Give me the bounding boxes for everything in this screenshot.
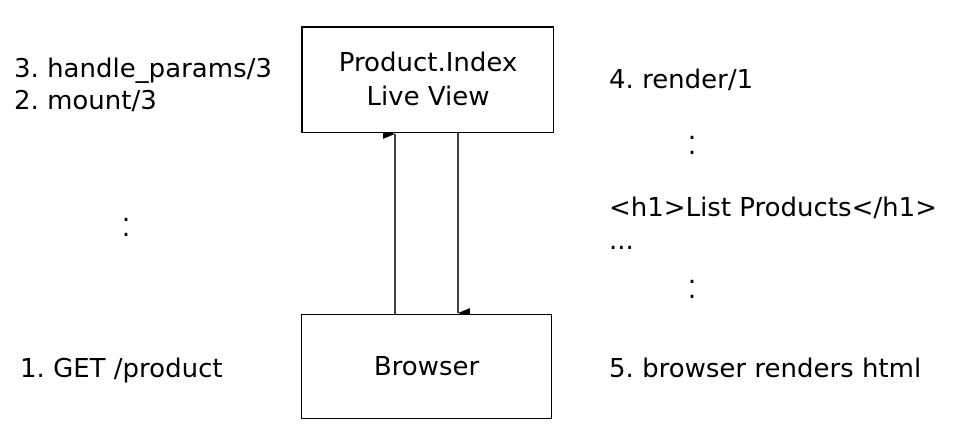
html-output-ellipsis: ... [609,226,634,256]
continuation-dot: . [687,275,697,305]
liveview-node-title: Product.Index [338,48,518,78]
step-handle-params-label: 3. handle_params/3 [14,54,272,84]
continuation-dot: . [121,198,131,228]
right-lower-continuation-dots: . . [682,260,702,305]
step-mount-label: 2. mount/3 [14,86,157,116]
continuation-dot: . [687,131,697,161]
continuation-dot: . [687,260,697,290]
browser-node-label: Browser [373,351,480,382]
step-browser-renders-label: 5. browser renders html [609,354,922,384]
liveview-node-subtitle: Live View [366,82,490,112]
left-continuation-dots: . . [116,198,136,243]
continuation-dot: . [687,116,697,146]
liveview-node: Product.Index Live View [301,26,554,133]
step-render-label: 4. render/1 [609,65,754,95]
continuation-dot: . [121,213,131,243]
right-upper-continuation-dots: . . [682,116,702,161]
browser-node: Browser [301,314,552,419]
html-output-line: <h1>List Products</h1> [609,193,937,223]
step-get-product-label: 1. GET /product [20,354,223,384]
